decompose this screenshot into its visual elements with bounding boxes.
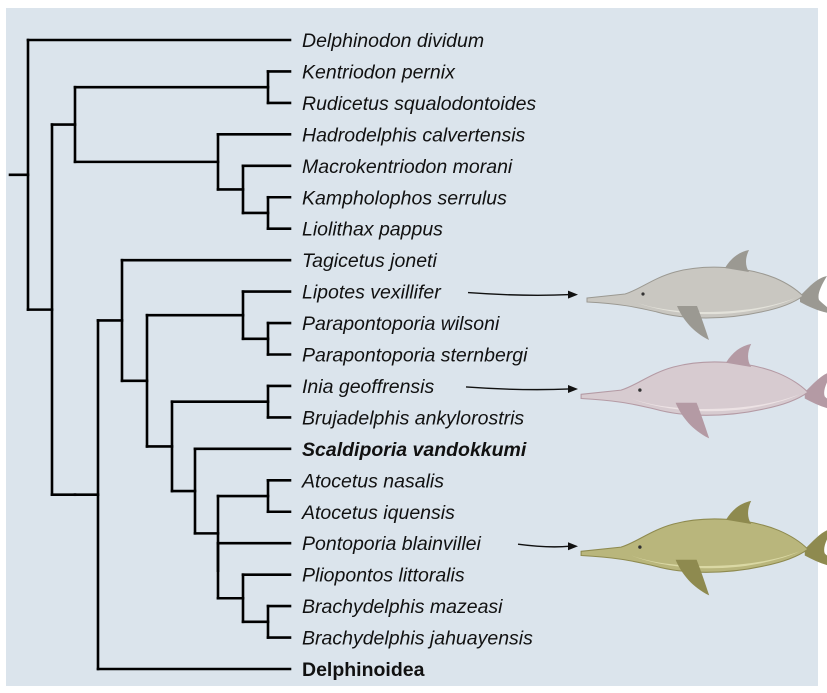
taxon-label-parapontoporia-sternbergi: Parapontoporia sternbergi <box>302 345 528 367</box>
taxon-label-brachydelphis-jahuayensis: Brachydelphis jahuayensis <box>302 628 533 650</box>
taxon-label-kampholophos: Kampholophos serrulus <box>302 187 507 209</box>
dolphin-eye <box>638 545 641 548</box>
taxon-label-inia: Inia geoffrensis <box>302 376 434 398</box>
taxon-label-atocetus-nasalis: Atocetus nasalis <box>301 470 444 492</box>
dolphin-eye <box>641 292 644 295</box>
taxon-label-brujadelphis: Brujadelphis ankylorostris <box>302 407 524 429</box>
taxon-label-delphinoidea: Delphinoidea <box>302 659 425 681</box>
taxon-label-parapontoporia-wilsoni: Parapontoporia wilsoni <box>302 313 500 335</box>
taxon-label-lipotes: Lipotes vexillifer <box>302 282 442 304</box>
taxon-label-kentriodon: Kentriodon pernix <box>302 61 456 83</box>
taxon-label-hadrodelphis: Hadrodelphis calvertensis <box>302 124 526 146</box>
taxon-label-pontoporia: Pontoporia blainvillei <box>302 533 482 555</box>
taxon-label-pliopontos: Pliopontos littoralis <box>302 565 465 587</box>
taxon-label-atocetus-iquensis: Atocetus iquensis <box>301 502 455 524</box>
taxon-label-delphinodon: Delphinodon dividum <box>302 30 484 52</box>
taxon-label-tagicetus: Tagicetus joneti <box>302 250 437 272</box>
taxon-label-macrokentriodon: Macrokentriodon morani <box>302 156 513 178</box>
taxon-label-liolithax: Liolithax pappus <box>302 219 443 241</box>
dolphin-eye <box>638 388 641 391</box>
taxon-label-brachydelphis-mazeasi: Brachydelphis mazeasi <box>302 596 503 618</box>
taxon-label-scaldiporia: Scaldiporia vandokkumi <box>302 439 527 461</box>
taxon-label-rudicetus: Rudicetus squalodontoides <box>302 93 536 115</box>
